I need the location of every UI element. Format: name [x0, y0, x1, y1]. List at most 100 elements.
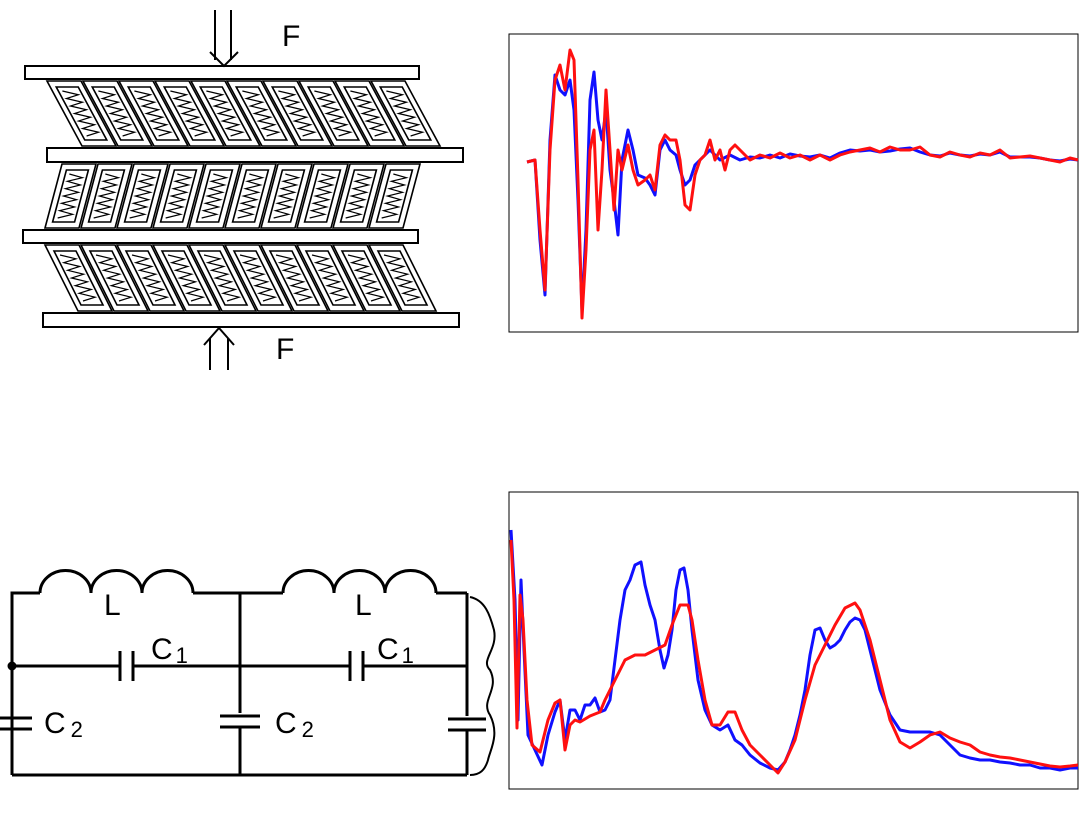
cell [187, 163, 242, 229]
cell [43, 244, 114, 312]
cell-inner [52, 250, 105, 306]
cell-inner [88, 250, 141, 306]
inductor-1-icon [38, 569, 195, 594]
cell [81, 80, 154, 147]
cell-zigzag [62, 90, 101, 137]
cell [259, 163, 314, 229]
capacitor-c2-3-icon [448, 717, 486, 732]
wire-top-left [10, 591, 40, 775]
cell [115, 244, 186, 312]
capacitor-c1-2-icon [348, 651, 365, 681]
capacitor-c1-1-icon [118, 651, 135, 681]
cell [367, 163, 422, 229]
cell [43, 163, 98, 229]
cell-inner [378, 86, 433, 141]
continuation-wavy-line [469, 596, 496, 776]
ladder-circuit-diagram [0, 569, 496, 777]
plate-4 [42, 312, 460, 328]
cell-inner [270, 86, 325, 141]
cell-inner [162, 86, 217, 141]
cell [295, 244, 366, 312]
force-label-bottom: F [276, 333, 294, 366]
cell [259, 244, 330, 312]
cell-zigzag [134, 90, 173, 137]
bottom-chart-series [509, 529, 1079, 775]
series-line-red [526, 48, 1079, 320]
cell-zigzag [129, 173, 157, 219]
series-line-red [509, 539, 1079, 775]
cell-inner [196, 250, 249, 306]
cell-zigzag [167, 254, 206, 302]
plate-2 [46, 147, 464, 163]
cell-zigzag [314, 90, 353, 137]
cell-zigzag [98, 90, 137, 137]
cell-inner [306, 86, 361, 141]
capacitor-c2-1-icon [0, 716, 32, 731]
cell-zigzag [57, 173, 85, 219]
cell-zigzag [383, 254, 422, 302]
cell [223, 244, 294, 312]
cell [367, 244, 438, 312]
cell-zigzag [131, 254, 170, 302]
cell-inner [376, 250, 429, 306]
cell-zigzag [345, 173, 373, 219]
cell-zigzag [275, 254, 314, 302]
cell-inner [126, 86, 181, 141]
cell-zigzag [95, 254, 134, 302]
cell-inner [195, 169, 234, 223]
cell-inner [123, 169, 162, 223]
plate-3 [22, 229, 419, 244]
cell-inner [198, 86, 253, 141]
inductor-label-2: L [355, 589, 372, 622]
inductor-label-1: L [104, 589, 121, 622]
cell-zigzag [242, 90, 281, 137]
cell [333, 80, 406, 147]
cell [369, 80, 442, 147]
cell-zigzag [278, 90, 317, 137]
cell-inner [54, 86, 109, 141]
cell-inner [51, 169, 90, 223]
cell-zigzag [309, 173, 337, 219]
cell-zigzag [170, 90, 209, 137]
cell-zigzag [273, 173, 301, 219]
inductor-2-icon [281, 569, 438, 594]
cell-zigzag [311, 254, 350, 302]
cell-inner [303, 169, 342, 223]
cell-inner [234, 86, 289, 141]
force-arrow-up-icon [203, 326, 235, 370]
compressed-cell-stack-diagram [22, 10, 464, 370]
cell-inner [160, 250, 213, 306]
cell-zigzag [381, 173, 409, 219]
cell-zigzag [165, 173, 193, 219]
cell-inner [340, 250, 393, 306]
cell [151, 244, 222, 312]
force-label-top: F [282, 20, 300, 53]
cell-zigzag [206, 90, 245, 137]
cell-zigzag [59, 254, 98, 302]
cell-zigzag [201, 173, 229, 219]
cell-inner [159, 169, 198, 223]
cell-inner [124, 250, 177, 306]
cell [79, 244, 150, 312]
top-chart-series [526, 48, 1079, 320]
cell-zigzag [239, 254, 278, 302]
cell-inner [90, 86, 145, 141]
cell [189, 80, 262, 147]
cell-inner [268, 250, 321, 306]
cell-inner [304, 250, 357, 306]
cell [331, 163, 386, 229]
cell [261, 80, 334, 147]
capacitor-c2-2-icon [220, 714, 260, 729]
cell [223, 163, 278, 229]
plate-1 [24, 65, 420, 80]
cell-inner [87, 169, 126, 223]
cell [297, 80, 370, 147]
cell [117, 80, 190, 147]
cell [45, 80, 118, 147]
cell [151, 163, 206, 229]
cell-zigzag [350, 90, 389, 137]
cell-zigzag [93, 173, 121, 219]
